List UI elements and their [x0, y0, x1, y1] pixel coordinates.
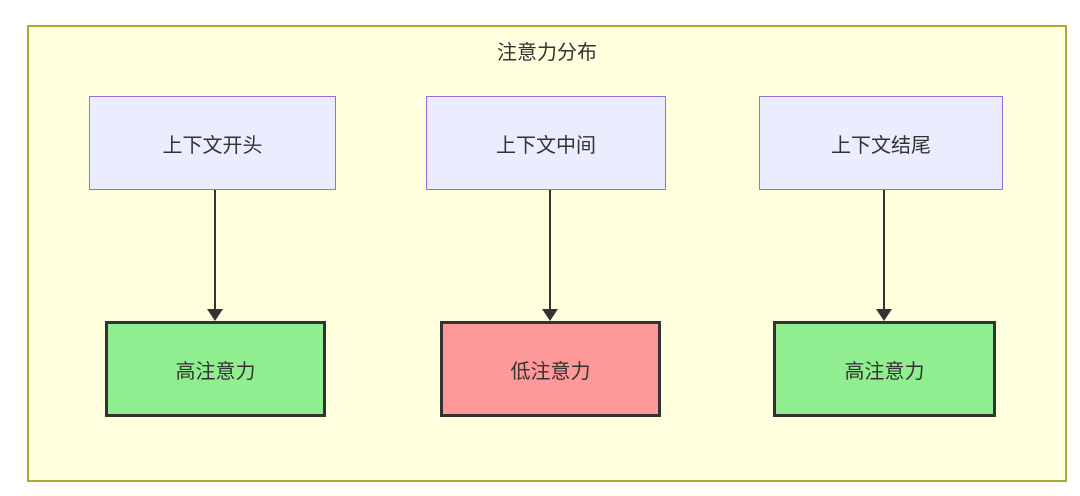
attention-distribution-panel: 注意力分布 上下文开头 高注意力 上下文中间 低注意力 上下文结尾 高注意力	[27, 25, 1067, 482]
node-context-end: 上下文结尾	[759, 96, 1003, 190]
arrow-down-icon	[876, 190, 892, 321]
node-high-attention-left: 高注意力	[105, 321, 326, 417]
arrow-line	[549, 190, 551, 311]
arrow-line	[883, 190, 885, 311]
node-high-attention-right: 高注意力	[773, 321, 996, 417]
arrowhead-icon	[207, 309, 223, 321]
arrow-down-icon	[542, 190, 558, 321]
arrowhead-icon	[876, 309, 892, 321]
arrowhead-icon	[542, 309, 558, 321]
arrow-down-icon	[207, 190, 223, 321]
diagram-title: 注意力分布	[497, 42, 597, 64]
node-context-middle: 上下文中间	[426, 96, 666, 190]
node-low-attention-middle: 低注意力	[440, 321, 661, 417]
arrow-line	[214, 190, 216, 311]
node-context-beginning: 上下文开头	[89, 96, 336, 190]
